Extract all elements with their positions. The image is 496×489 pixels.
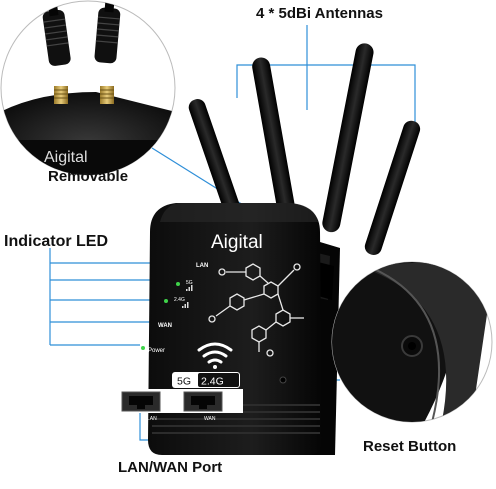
band-5g-label: 5G <box>177 376 191 388</box>
callout-antennas: 4 * 5dBi Antennas <box>256 5 383 22</box>
antennas <box>188 43 421 255</box>
ethernet-ports: LAN WAN <box>118 389 243 422</box>
reset-pinhole <box>279 376 287 384</box>
signal-bars-24g-icon <box>182 302 189 308</box>
callout-reset-button: Reset Button <box>363 438 456 455</box>
led-label-24g: 2.4G <box>174 297 185 303</box>
antenna-1 <box>188 99 247 233</box>
band-badge: 5G 2.4G <box>172 372 240 388</box>
callout-removable: Removable <box>48 168 128 185</box>
wifi-icon <box>197 342 233 369</box>
antenna-3 <box>322 43 374 233</box>
led-24g <box>164 299 168 303</box>
antenna-2 <box>252 57 298 234</box>
wan-port-label: WAN <box>204 416 216 422</box>
antenna-4 <box>364 120 421 255</box>
led-label-5g: 5G <box>186 280 193 286</box>
signal-bars-5g-icon <box>186 285 193 291</box>
molecule-graphic <box>208 263 304 357</box>
callout-lan-wan-port: LAN/WAN Port <box>118 459 222 476</box>
wan-port: WAN <box>183 391 223 422</box>
lan-port: LAN <box>121 391 161 422</box>
band-24g-label: 2.4G <box>201 376 224 388</box>
reset-closeup-circle <box>331 261 493 423</box>
led-label-wan: WAN <box>158 323 172 329</box>
lan-port-label: LAN <box>147 416 157 422</box>
led-panel: LAN 5G 2.4G WAN Power <box>141 263 208 354</box>
led-label-power: Power <box>148 348 165 354</box>
callout-indicator-led: Indicator LED <box>4 233 108 250</box>
led-power <box>141 346 145 350</box>
brand-logo: Aigital <box>211 232 263 253</box>
led-5g <box>176 282 180 286</box>
closeup-brand-partial: Aigital <box>44 149 88 166</box>
repeater-device: Aigital LAN 5G 2.4G WAN <box>118 203 340 455</box>
led-label-lan: LAN <box>196 263 208 269</box>
antenna-closeup-circle: Aigital <box>0 0 176 176</box>
